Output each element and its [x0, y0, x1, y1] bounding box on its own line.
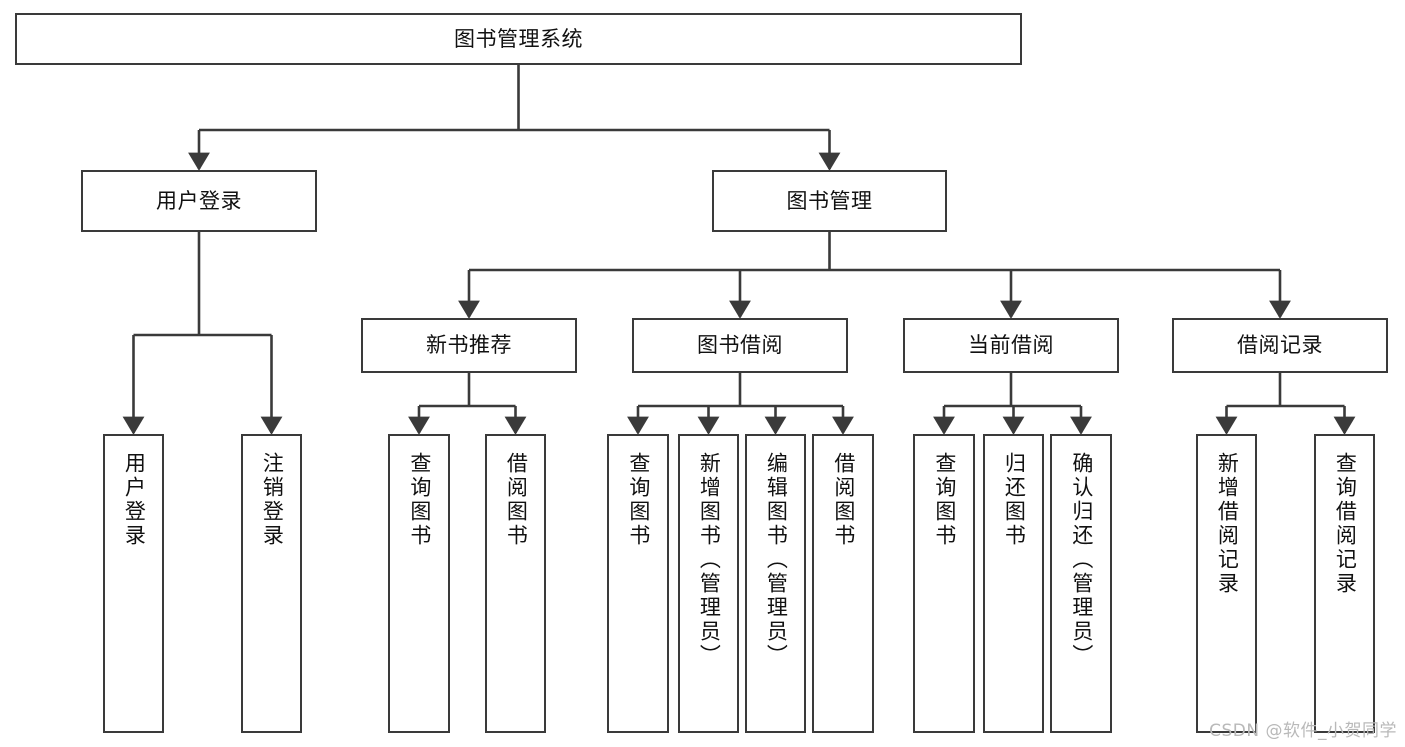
node-leaf-user-login-label: 用户登录 — [122, 452, 147, 548]
watermark: CSDN @软件_小贺同学 — [1209, 721, 1397, 741]
node-book-borrow-label: 图书借阅 — [697, 333, 783, 358]
node-leaf-query-book-2[interactable]: 查询图书 — [607, 434, 669, 733]
node-user-login[interactable]: 用户登录 — [81, 170, 317, 232]
node-leaf-borrow-book-1[interactable]: 借阅图书 — [485, 434, 546, 733]
node-leaf-user-logout[interactable]: 注销登录 — [241, 434, 302, 733]
node-leaf-borrow-book-1-label: 借阅图书 — [504, 452, 529, 548]
node-leaf-query-book-1[interactable]: 查询图书 — [388, 434, 450, 733]
node-leaf-query-record[interactable]: 查询借阅记录 — [1314, 434, 1375, 733]
node-leaf-query-book-1-label: 查询图书 — [407, 452, 432, 548]
node-book-manage[interactable]: 图书管理 — [712, 170, 947, 232]
node-leaf-confirm-return[interactable]: 确认归还（管理员） — [1050, 434, 1112, 733]
node-borrow-record[interactable]: 借阅记录 — [1172, 318, 1388, 373]
node-leaf-query-book-3-label: 查询图书 — [932, 452, 957, 548]
node-new-book-rec-label: 新书推荐 — [426, 333, 512, 358]
node-current-borrow-label: 当前借阅 — [968, 333, 1054, 358]
node-leaf-add-book-label: 新增图书（管理员） — [697, 452, 722, 668]
node-leaf-query-book-3[interactable]: 查询图书 — [913, 434, 975, 733]
node-leaf-query-record-label: 查询借阅记录 — [1333, 452, 1358, 596]
node-leaf-borrow-book-2-label: 借阅图书 — [831, 452, 856, 548]
node-leaf-confirm-return-label: 确认归还（管理员） — [1069, 452, 1094, 668]
node-leaf-add-record-label: 新增借阅记录 — [1215, 452, 1240, 596]
node-leaf-return-book[interactable]: 归还图书 — [983, 434, 1044, 733]
node-leaf-user-logout-label: 注销登录 — [260, 452, 285, 548]
node-leaf-borrow-book-2[interactable]: 借阅图书 — [812, 434, 874, 733]
node-user-login-label: 用户登录 — [156, 188, 242, 213]
node-leaf-add-record[interactable]: 新增借阅记录 — [1196, 434, 1257, 733]
node-book-manage-label: 图书管理 — [786, 188, 873, 213]
node-root-label: 图书管理系统 — [454, 26, 583, 51]
node-new-book-rec[interactable]: 新书推荐 — [361, 318, 577, 373]
node-leaf-query-book-2-label: 查询图书 — [626, 452, 651, 548]
node-leaf-edit-book[interactable]: 编辑图书（管理员） — [745, 434, 806, 733]
node-leaf-add-book[interactable]: 新增图书（管理员） — [678, 434, 739, 733]
node-borrow-record-label: 借阅记录 — [1237, 333, 1323, 358]
node-current-borrow[interactable]: 当前借阅 — [903, 318, 1119, 373]
node-leaf-return-book-label: 归还图书 — [1002, 452, 1027, 548]
node-leaf-user-login[interactable]: 用户登录 — [103, 434, 164, 733]
node-leaf-edit-book-label: 编辑图书（管理员） — [764, 452, 789, 668]
node-book-borrow[interactable]: 图书借阅 — [632, 318, 848, 373]
node-root[interactable]: 图书管理系统 — [15, 13, 1022, 65]
